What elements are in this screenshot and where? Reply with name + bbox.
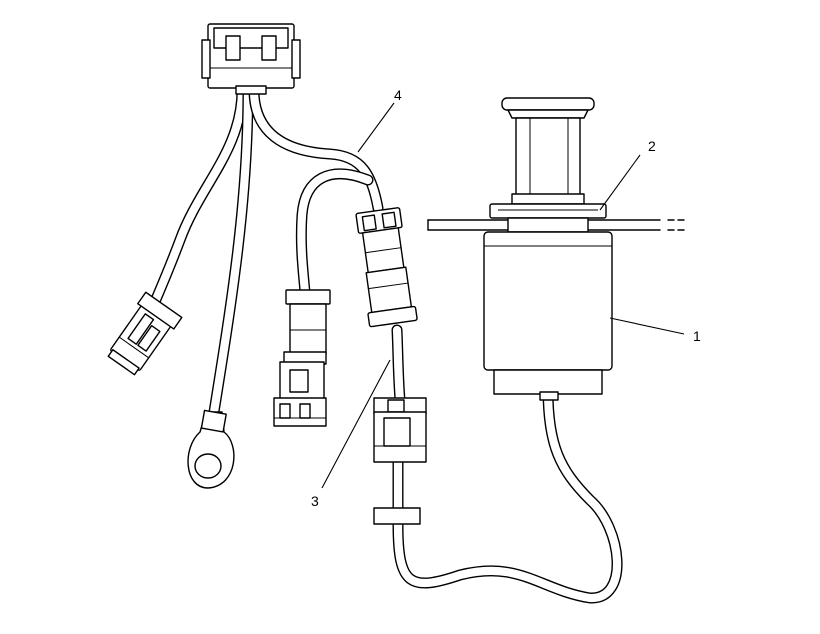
wire-loop-fill: [393, 385, 622, 603]
lower-connector: [373, 397, 427, 525]
callout-1: 1: [693, 328, 701, 344]
wire-main-fill: [249, 85, 383, 213]
wire-lead3-fill: [392, 325, 405, 405]
wire-mid-fill: [297, 169, 373, 297]
wire-ring-fill: [209, 85, 253, 417]
callout-3: 3: [311, 493, 319, 509]
left-connector: [107, 291, 183, 376]
leader-4: [357, 102, 395, 153]
middle-connector: [273, 289, 331, 427]
harness-wires: [142, 84, 623, 604]
leader-3: [321, 359, 391, 489]
callout-labels: 1 2 3 4: [311, 87, 701, 509]
callout-4: 4: [394, 87, 402, 103]
ring-terminal: [187, 409, 235, 489]
connector-4: [355, 207, 418, 328]
solenoid: [483, 97, 613, 401]
leader-lines: [321, 102, 685, 489]
wire-left-fill: [143, 85, 247, 323]
callout-2: 2: [648, 138, 656, 154]
leader-1: [609, 317, 685, 335]
top-connector: [201, 23, 301, 95]
leader-2: [599, 154, 641, 211]
